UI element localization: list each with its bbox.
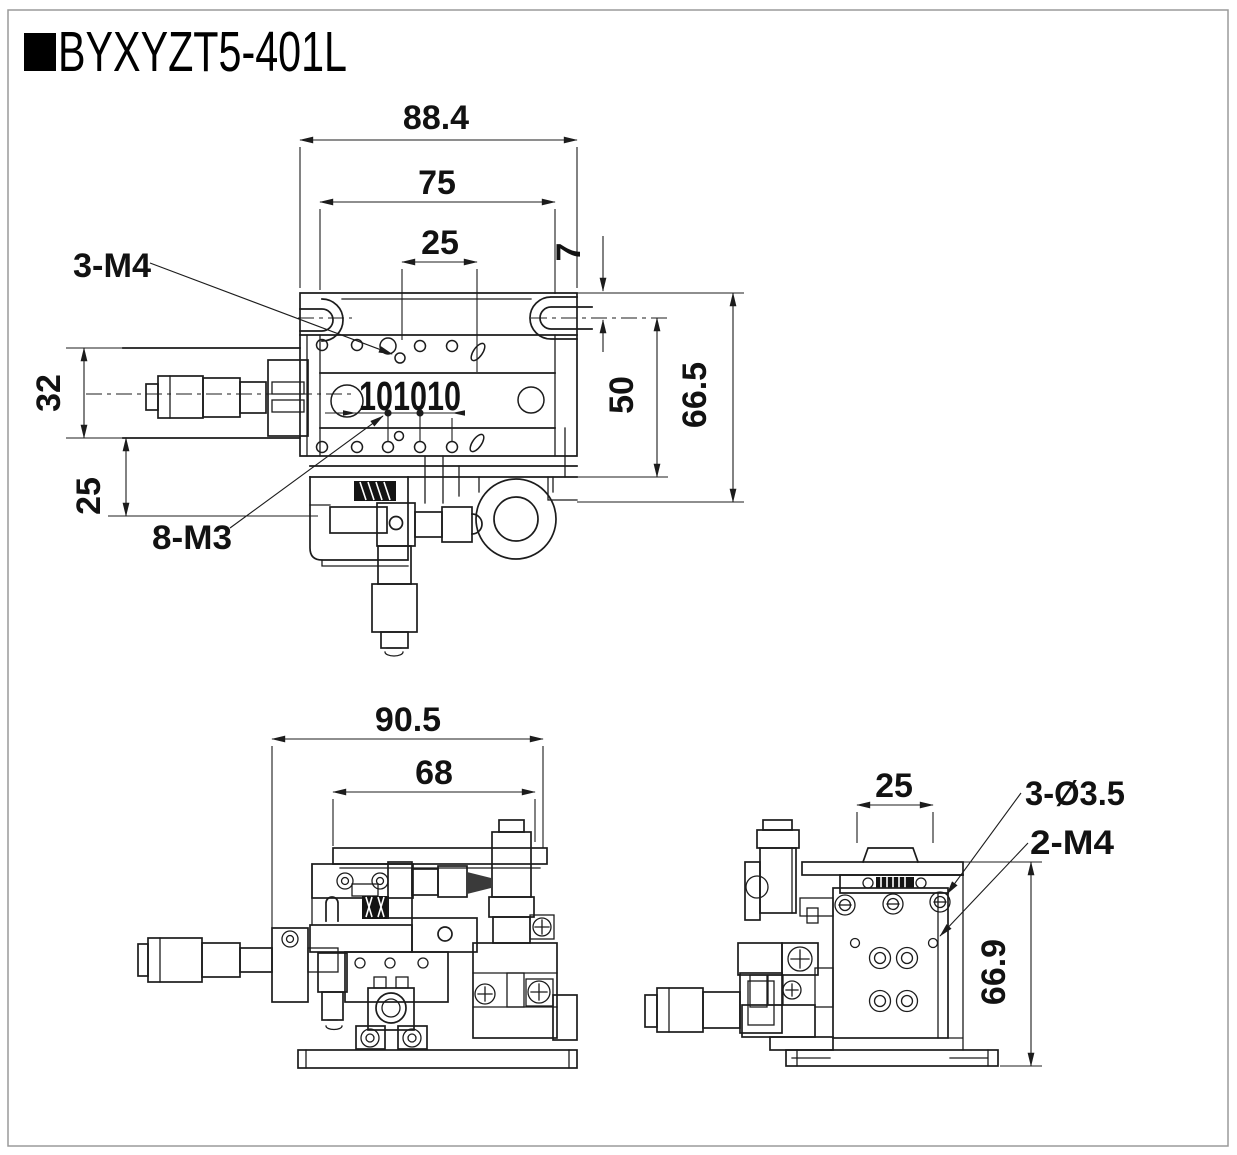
dim-side-top-width: 25: [875, 767, 913, 805]
side-view: 25 66.9 3-Ø3.5 2-M4: [644, 767, 1125, 1067]
top-view-hole-rows: [315, 337, 545, 454]
z-axis-mechanism: [309, 455, 557, 657]
side-base-plate: [785, 1049, 999, 1067]
leader-8-m3: [229, 415, 384, 529]
y-micrometer-tip: [467, 872, 491, 894]
side-x-micrometer: [644, 972, 783, 1034]
dim-lower-offset: 25: [70, 477, 108, 515]
dim-front-overall-width: 90.5: [375, 701, 441, 739]
dim-hole-pitch: 101010: [359, 373, 461, 419]
dim-side-overall-height: 66.9: [975, 939, 1013, 1005]
front-view: 90.5 68: [137, 701, 578, 1069]
title-block: BYXYZT5-401L: [24, 20, 347, 84]
z-micrometer-barrel: [377, 545, 412, 585]
dim-front-top-width: 68: [415, 754, 453, 792]
top-view-dimensions: [66, 136, 744, 529]
dim-overall-height: 66.5: [676, 362, 714, 428]
page-frame: [7, 9, 1229, 1147]
side-z-micrometer: [756, 829, 800, 849]
label-mount-holes: 3-M4: [73, 247, 151, 285]
dim-center-pitch: 25: [421, 224, 459, 262]
dim-rail-width: 32: [30, 374, 68, 412]
front-view-body: [297, 819, 578, 1069]
front-base-plate: [297, 1049, 578, 1069]
front-x-micrometer: [137, 927, 339, 1003]
side-view-dimensions: [856, 792, 1042, 1067]
side-view-body: [737, 819, 999, 1067]
top-view: 88.4 75 25 7 50 66.5 32 25 101010 3-M4 8…: [30, 99, 744, 657]
dim-stage-width: 75: [418, 164, 456, 202]
theta-knob: [475, 478, 557, 560]
leader-2-m4: [939, 842, 1029, 937]
dim-inner-height: 50: [603, 376, 641, 414]
label-grid-holes: 8-M3: [152, 519, 232, 557]
label-tapped-holes: 2-M4: [1030, 824, 1114, 862]
top-view-mount-ears: [298, 296, 668, 342]
z-micrometer-thimble: [371, 583, 418, 633]
dim-slot-offset: 7: [550, 243, 588, 262]
leader-3-dia35: [946, 792, 1022, 895]
m4-side-hole-2: [927, 937, 939, 949]
title-bullet-icon: [24, 33, 56, 71]
y-micrometer-bracket: [387, 861, 413, 919]
m4-side-hole: [849, 937, 861, 949]
page-title: BYXYZT5-401L: [58, 20, 347, 84]
top-view-stage-body: [299, 292, 578, 501]
side-face-plate: [832, 887, 949, 1039]
front-view-dimensions: [271, 735, 544, 930]
m4-target-hole: [394, 352, 406, 364]
leader-3-m4: [149, 262, 393, 355]
label-through-holes: 3-Ø3.5: [1025, 775, 1125, 813]
x-micrometer: [86, 347, 352, 439]
dim-overall-width: 88.4: [403, 99, 469, 137]
